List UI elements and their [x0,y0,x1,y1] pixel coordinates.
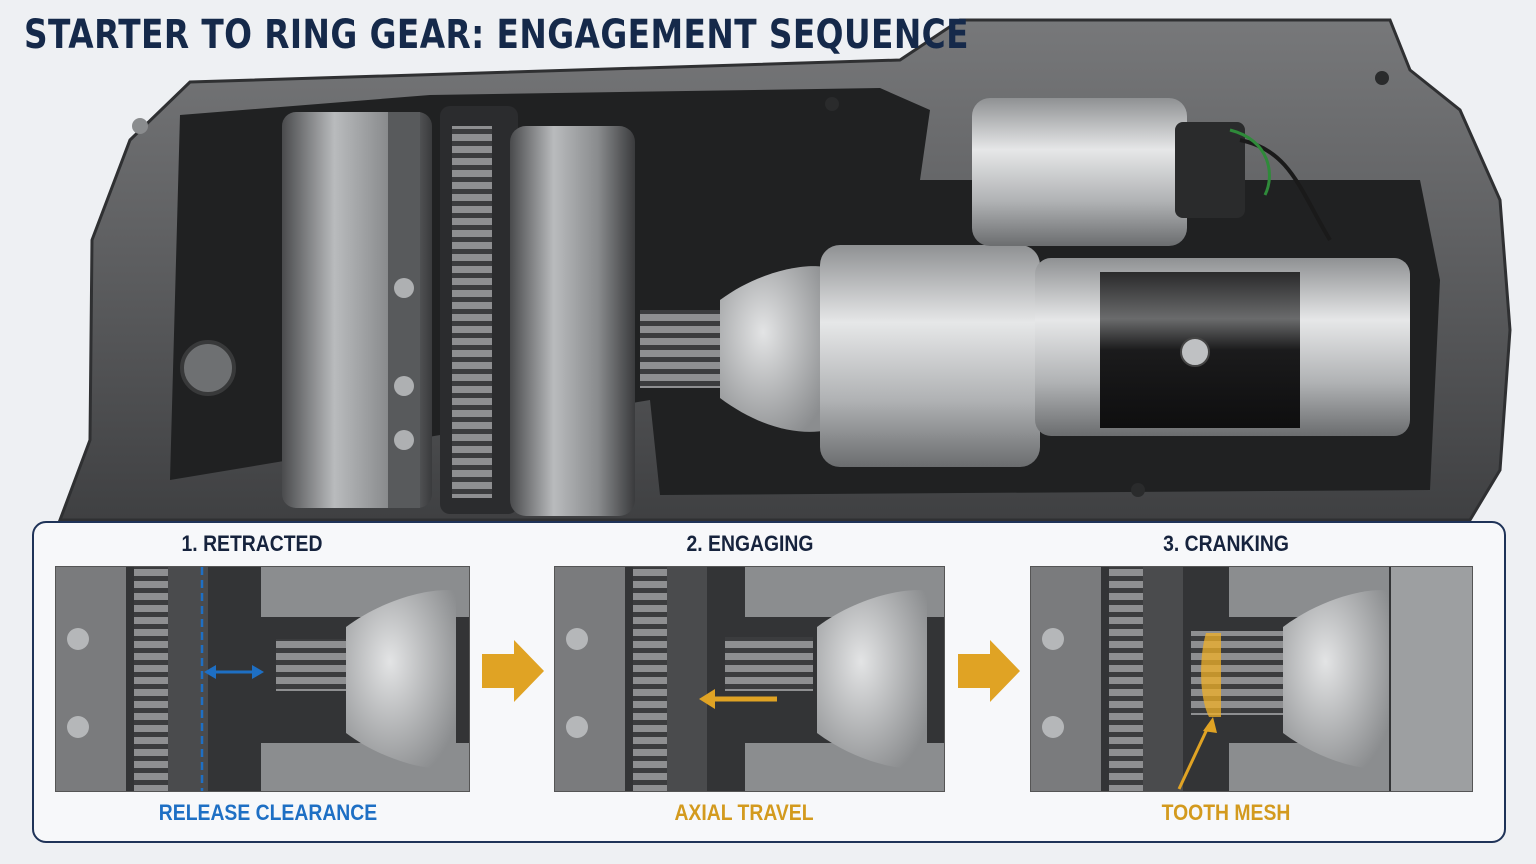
step-2-detail-image [554,566,945,792]
step-2-label: 2. ENGAGING [686,531,814,556]
step-arrow-2-icon [958,640,1020,702]
hero-illustration [57,18,1512,522]
step-3-label: 3. CRANKING [1163,531,1289,556]
step-1-detail-image [55,566,470,792]
step-3-detail-image [1030,566,1473,792]
step-arrow-1-icon [482,640,544,702]
step-1-caption: RELEASE CLEARANCE [158,800,378,825]
step-1-label: 1. RETRACTED [181,531,323,556]
step-2-caption: AXIAL TRAVEL [674,800,814,825]
step-3-caption: TOOTH MESH [1161,800,1291,825]
page-title: STARTER TO RING GEAR: ENGAGEMENT SEQUENC… [24,12,969,58]
